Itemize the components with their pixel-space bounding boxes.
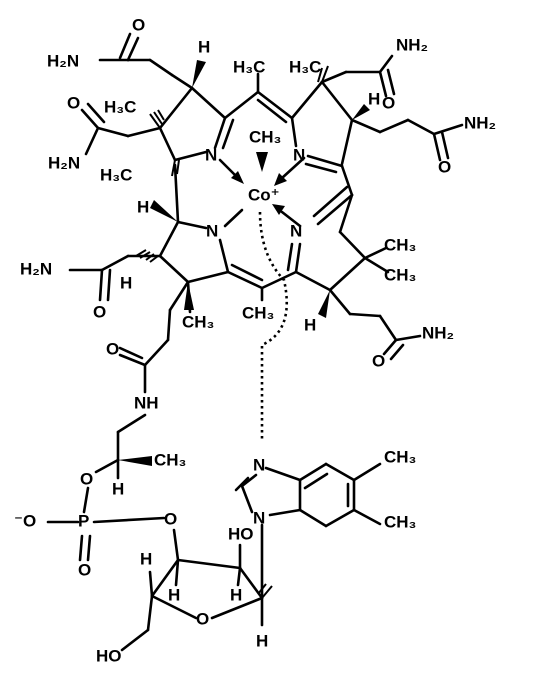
ring-nitrogen-label: N [205, 145, 217, 164]
carbonyl-oxygen-label: O [93, 302, 106, 321]
hydrogen-label: H [230, 585, 242, 604]
amide-nitrogen-label: NH₂ [396, 35, 428, 54]
ring-nitrogen-label: N [206, 221, 218, 240]
hydrogen-label: H [140, 549, 152, 568]
hydrogen-label: H [168, 585, 180, 604]
methyl-label: H₃C [100, 165, 132, 184]
amide-nitrogen-label: NH₂ [464, 113, 496, 132]
amide-nitrogen-label: H₂N [20, 259, 52, 278]
carbonyl-oxygen-label: O [438, 157, 451, 176]
amide-nitrogen-label: H₂N [48, 153, 80, 172]
methyl-label: CH₃ [384, 447, 416, 466]
oxide-label: ⁻O [14, 511, 36, 530]
side-chain-bonds [46, 32, 464, 652]
cobalt-coordination [218, 152, 306, 440]
methyl-label: CH₃ [249, 127, 281, 146]
methyl-label: CH₃ [154, 450, 186, 469]
methyl-label: CH₃ [384, 512, 416, 531]
hydrogen-label: H [368, 89, 380, 108]
amide-nh-label: NH [134, 393, 159, 412]
ring-nitrogen-label: N [253, 455, 265, 474]
ester-oxygen-label: O [80, 469, 93, 488]
methyl-label: H₃C [104, 97, 136, 116]
ring-nitrogen-label: N [253, 508, 265, 527]
methyl-label: CH₃ [242, 303, 274, 322]
stereo-bonds [118, 60, 370, 599]
hydroxyl-label: HO [228, 524, 254, 543]
methyl-label: CH₃ [182, 312, 214, 331]
carbonyl-oxygen-label: O [372, 351, 385, 370]
phosphorus-label: P [78, 511, 89, 530]
atom-labels: H₂N O H H₃C H₃C NH₂ O H O H₃C H₂N H₃C N … [14, 15, 496, 665]
ring-oxygen-label: O [196, 609, 209, 628]
amide-nitrogen-label: H₂N [47, 51, 79, 70]
hydrogen-label: H [120, 273, 132, 292]
ester-oxygen-label: O [164, 509, 177, 528]
hydroxyl-label: HO [96, 646, 122, 665]
hydrogen-label: H [198, 37, 210, 56]
carbonyl-oxygen-label: O [382, 93, 395, 112]
corrin-ring-bonds [158, 72, 367, 302]
hydrogen-label: H [137, 197, 149, 216]
methyl-label: H₃C [233, 57, 265, 76]
carbonyl-oxygen-label: O [132, 15, 145, 34]
hydrogen-label: H [256, 631, 268, 650]
methyl-label: CH₃ [384, 235, 416, 254]
carbonyl-oxygen-label: O [67, 93, 80, 112]
methyl-label: H₃C [289, 57, 321, 76]
hydrogen-label: H [112, 479, 124, 498]
cobalt-label: Co⁺ [248, 185, 280, 204]
hydrogen-label: H [304, 315, 316, 334]
ring-nitrogen-label: N [293, 145, 305, 164]
ring-nitrogen-label: N [290, 221, 302, 240]
phosphoryl-oxygen-label: O [78, 560, 91, 579]
carbonyl-oxygen-label: O [106, 339, 119, 358]
methyl-label: CH₃ [384, 265, 416, 284]
amide-nitrogen-label: NH₂ [422, 323, 454, 342]
